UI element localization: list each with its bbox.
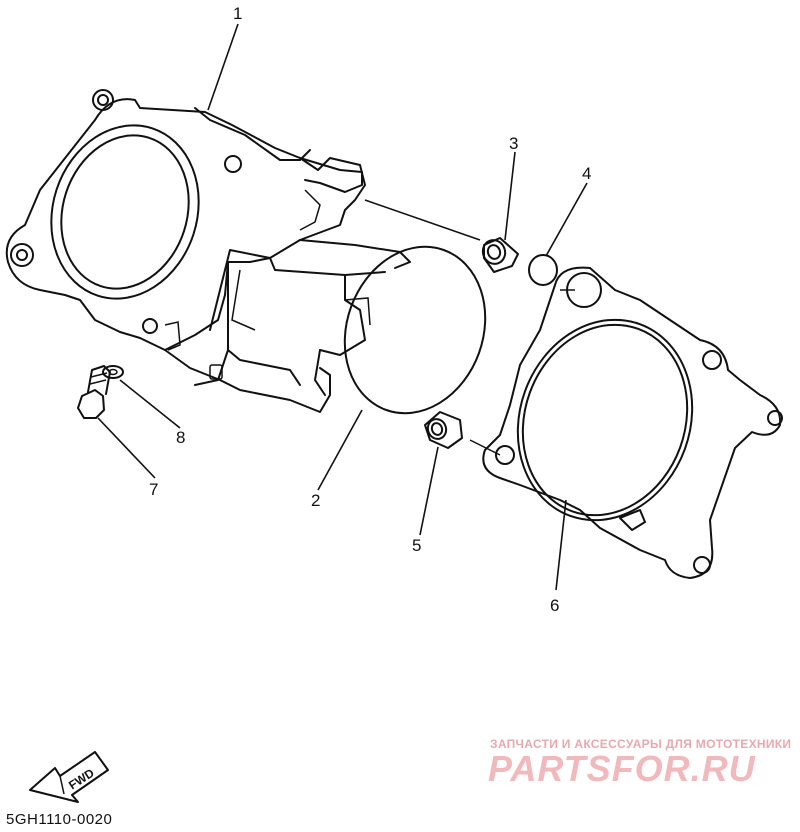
callout-4: 4 [582, 164, 591, 183]
callout-8: 8 [176, 428, 185, 447]
washer [102, 365, 124, 379]
callout-7: 7 [149, 480, 158, 499]
dowel-pin-lower [424, 411, 463, 449]
watermark-tagline: ЗАПЧАСТИ И АКСЕССУАРЫ ДЛЯ МОТОТЕХНИКИ [490, 737, 792, 751]
large-o-ring [343, 245, 487, 415]
dowel-pin-upper [481, 237, 519, 273]
fwd-arrow-icon: FWD [29, 751, 109, 803]
cylinder-gasket [482, 266, 783, 579]
callout-5: 5 [412, 536, 421, 555]
part-code: 5GH1110-0020 [6, 811, 113, 828]
callout-labels: 1 2 3 4 5 6 7 8 [149, 4, 591, 615]
callout-3: 3 [509, 134, 518, 153]
callout-2: 2 [311, 491, 320, 510]
flange-bolt [77, 365, 111, 419]
leader-lines [97, 23, 588, 591]
callout-6: 6 [550, 596, 559, 615]
callout-1: 1 [233, 4, 242, 23]
small-o-ring [528, 254, 558, 286]
watermark-logo: PARTSFOR.RU [488, 748, 756, 789]
cylinder-block [5, 89, 411, 413]
